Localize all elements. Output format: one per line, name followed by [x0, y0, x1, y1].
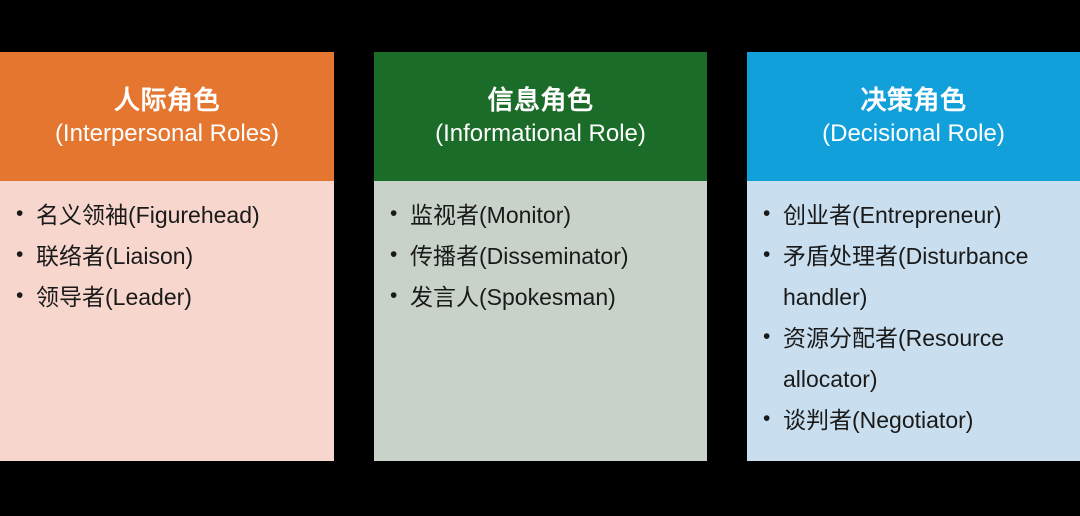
column-body-interpersonal: 名义领袖(Figurehead) 联络者(Liaison) 领导者(Leader…: [0, 181, 334, 461]
role-list-informational: 监视者(Monitor) 传播者(Disseminator) 发言人(Spoke…: [384, 195, 699, 318]
column-title-cn-decisional: 决策角色: [860, 85, 967, 116]
list-item: 发言人(Spokesman): [384, 277, 699, 318]
column-title-en-informational: (Informational Role): [435, 119, 646, 147]
list-item: 资源分配者(Resource allocator): [757, 318, 1072, 400]
list-item: 名义领袖(Figurehead): [10, 195, 326, 236]
list-item: 矛盾处理者(Disturbance handler): [757, 236, 1072, 318]
column-header-decisional: 决策角色 (Decisional Role): [747, 52, 1080, 181]
column-title-en-decisional: (Decisional Role): [822, 119, 1005, 147]
list-item: 创业者(Entrepreneur): [757, 195, 1072, 236]
role-column-informational: 信息角色 (Informational Role) 监视者(Monitor) 传…: [374, 52, 707, 461]
column-title-en-interpersonal: (Interpersonal Roles): [54, 119, 280, 147]
column-header-interpersonal: 人际角色 (Interpersonal Roles): [0, 52, 334, 181]
column-title-cn-informational: 信息角色: [487, 85, 594, 116]
column-title-cn-interpersonal: 人际角色: [113, 85, 220, 116]
list-item: 谈判者(Negotiator): [757, 400, 1072, 441]
role-list-decisional: 创业者(Entrepreneur) 矛盾处理者(Disturbance hand…: [757, 195, 1072, 441]
column-header-informational: 信息角色 (Informational Role): [374, 52, 707, 181]
list-item: 联络者(Liaison): [10, 236, 326, 277]
list-item: 领导者(Leader): [10, 277, 326, 318]
column-body-decisional: 创业者(Entrepreneur) 矛盾处理者(Disturbance hand…: [747, 181, 1080, 461]
list-item: 监视者(Monitor): [384, 195, 699, 236]
list-item: 传播者(Disseminator): [384, 236, 699, 277]
column-body-informational: 监视者(Monitor) 传播者(Disseminator) 发言人(Spoke…: [374, 181, 707, 461]
role-column-interpersonal: 人际角色 (Interpersonal Roles) 名义领袖(Figurehe…: [0, 52, 334, 461]
column-gap: [707, 52, 747, 53]
column-gap: [334, 52, 374, 53]
role-list-interpersonal: 名义领袖(Figurehead) 联络者(Liaison) 领导者(Leader…: [10, 195, 326, 318]
role-columns-container: 人际角色 (Interpersonal Roles) 名义领袖(Figurehe…: [0, 52, 1080, 461]
role-column-decisional: 决策角色 (Decisional Role) 创业者(Entrepreneur)…: [747, 52, 1080, 461]
